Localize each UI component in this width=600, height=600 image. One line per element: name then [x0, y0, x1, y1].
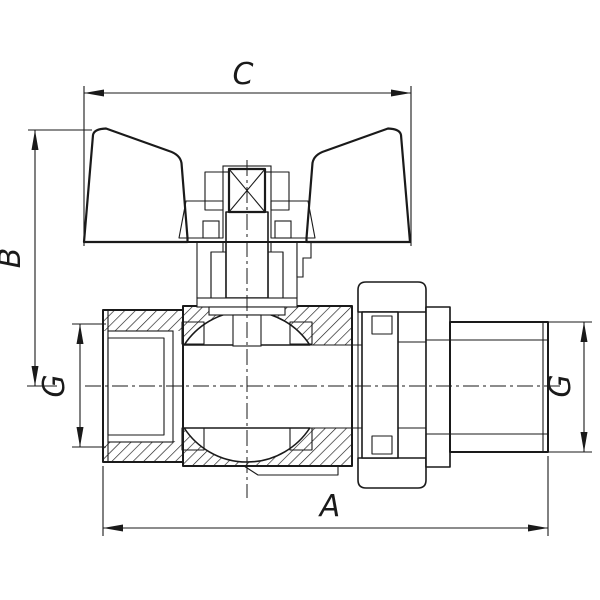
male-thread-end	[425, 306, 549, 468]
gland-left	[196, 241, 224, 299]
stem-nut-right	[270, 171, 290, 211]
male-thread-bottom	[449, 433, 549, 453]
dim-label-c: C	[233, 57, 254, 92]
dimension-b: B	[0, 129, 92, 387]
union-gasket-bottom	[371, 435, 393, 455]
union-nut-bottom-cap	[357, 457, 427, 489]
ball-bottom-crescent-hatch	[183, 427, 311, 463]
gland-right	[270, 241, 298, 299]
female-end-top-wall	[103, 310, 183, 331]
seat-bottom-right	[289, 427, 313, 451]
seat-top-left	[181, 321, 205, 345]
union-gasket-top	[371, 315, 393, 335]
hub-notch-left	[202, 220, 220, 239]
seat-bottom-left	[181, 427, 205, 451]
dimension-a: A	[102, 456, 549, 536]
valve-body	[102, 281, 549, 489]
union-nut-top-cap	[357, 281, 427, 313]
stem-nut-left	[204, 171, 224, 211]
male-thread-top	[449, 321, 549, 341]
dim-label-g-right: G	[543, 374, 578, 397]
dim-label-g-left: G	[37, 374, 72, 397]
butterfly-handle	[82, 127, 412, 244]
handle-stop-lug	[296, 241, 312, 278]
hex-collar	[425, 306, 451, 468]
dim-label-b: B	[0, 248, 28, 269]
handle-left-wing	[82, 127, 189, 244]
tailpiece	[361, 311, 399, 459]
dim-label-a: A	[318, 489, 341, 524]
body-bottom-boss	[243, 465, 339, 476]
union-thread-bottom	[397, 427, 427, 459]
packing-right	[267, 251, 284, 299]
dimension-c: C	[83, 57, 412, 246]
female-end-bottom-wall	[103, 441, 183, 462]
union-thread-top	[397, 311, 427, 343]
dimension-g-left: G	[37, 323, 106, 448]
dimension-g-right: G	[543, 321, 592, 453]
male-pipe-outline	[449, 321, 549, 453]
seat-top-right	[289, 321, 313, 345]
union-nut	[357, 281, 427, 489]
packing-left	[210, 251, 227, 299]
hub-notch-right	[274, 220, 292, 239]
handle-right-wing	[305, 127, 412, 244]
